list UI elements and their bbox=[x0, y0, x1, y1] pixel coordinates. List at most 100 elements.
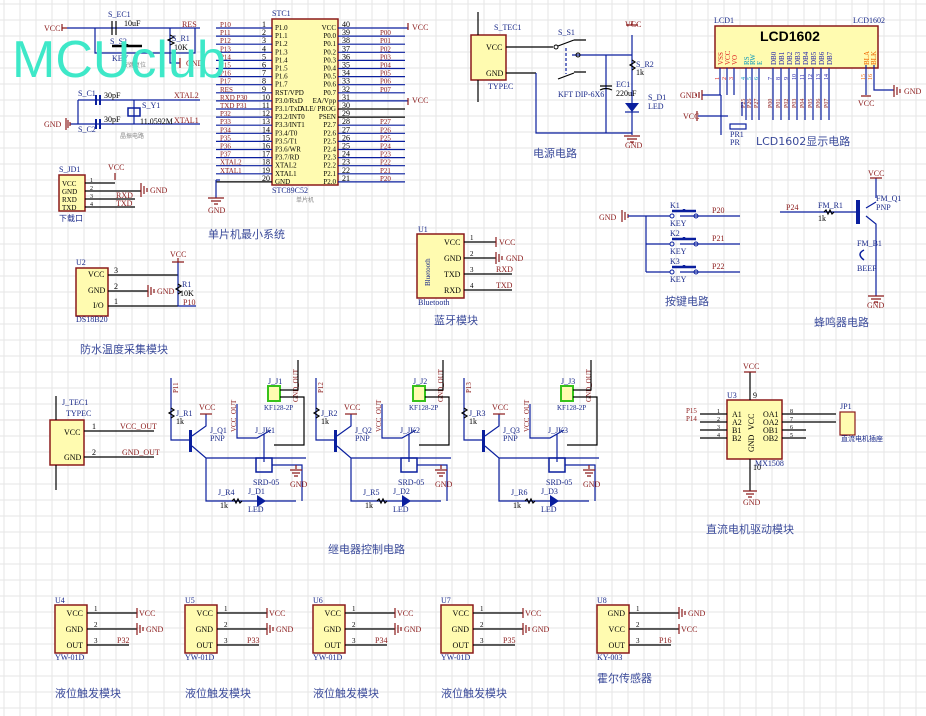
mcu-pin-name: P3.6/WR bbox=[275, 146, 301, 154]
relay-gnd: GND bbox=[583, 480, 601, 489]
pnp-transistor-icon bbox=[189, 430, 192, 452]
net-label-vcc: VCC bbox=[44, 24, 60, 33]
bt-net: GND bbox=[506, 254, 524, 263]
relay-q-val: PNP bbox=[503, 434, 518, 443]
lcd-pin-name: DB0 bbox=[770, 51, 778, 65]
mcu-pin-net: P15 bbox=[220, 62, 231, 70]
bt-pin-name: TXD bbox=[444, 270, 461, 279]
key-net: P22 bbox=[712, 262, 724, 271]
lcd-pin-net: P02 bbox=[784, 99, 790, 108]
mcu-pin-num: 37 bbox=[342, 44, 350, 53]
sensor-net: GND bbox=[532, 625, 550, 634]
buzzer-icon bbox=[859, 249, 865, 261]
mcu-pin-name: P2.6 bbox=[323, 129, 336, 137]
relay-vccout: VCC_OUT bbox=[375, 399, 383, 432]
mcu-pin-num: 26 bbox=[342, 133, 350, 142]
terminal-block-icon bbox=[560, 385, 574, 402]
lcd-pin-name: DB5 bbox=[810, 51, 818, 65]
gnd-symbol-icon bbox=[147, 285, 155, 297]
mcu-pin-num: 32 bbox=[342, 85, 350, 94]
mcu-ea-vcc-label: VCC bbox=[412, 96, 428, 105]
relay-d-ref: J_D2 bbox=[393, 487, 410, 496]
jp1-connector bbox=[839, 411, 856, 436]
capacitor-icon bbox=[111, 21, 117, 35]
sensor-pin-name: VCC bbox=[609, 625, 625, 634]
lcd-pin-net: P00 bbox=[768, 99, 774, 108]
bt-net: RXD bbox=[496, 265, 513, 274]
mcu-pin-num: 17 bbox=[262, 150, 270, 159]
led-ref: S_D1 bbox=[648, 93, 666, 102]
led-icon bbox=[257, 495, 266, 507]
relay-j-ref: J_J3 bbox=[561, 377, 575, 386]
mcu-pin-name: P0.5 bbox=[323, 73, 336, 81]
typec2-vcc-pin: VCC bbox=[64, 428, 80, 437]
lcd-pin-num: 13 bbox=[816, 74, 822, 80]
mcu-pin-name: XTAL1 bbox=[275, 170, 297, 178]
mcu-pin-name: P2.3 bbox=[323, 154, 336, 162]
motor-pin-net: P14 bbox=[686, 415, 697, 423]
lcd-vcc-left: VCC bbox=[683, 112, 699, 121]
mcu-pin-num: 13 bbox=[262, 117, 270, 126]
relay-net: P11 bbox=[172, 382, 180, 393]
lcd-section-title: LCD1602显示电路 bbox=[756, 135, 850, 148]
mcu-pin-num: 5 bbox=[262, 52, 266, 61]
cap-value: 10uF bbox=[124, 19, 141, 28]
relay-vccout: VCC_OUT bbox=[230, 399, 238, 432]
sensor-pin-num: 2 bbox=[224, 621, 228, 629]
mcu-pin-num: 33 bbox=[342, 77, 350, 86]
lcd-pin-num: 4 bbox=[741, 77, 747, 80]
terminal-block-icon bbox=[267, 385, 281, 402]
lcd-ref: LCD1 bbox=[714, 16, 734, 25]
gnd-symbol-icon bbox=[208, 197, 224, 205]
mcu-pin-name: P1.1 bbox=[275, 32, 288, 40]
gnd-symbol-icon bbox=[583, 465, 595, 477]
bz-q-ref: FM_Q1 bbox=[876, 194, 901, 203]
motor-pin-name: A2 bbox=[732, 418, 742, 427]
bt-ref: U1 bbox=[418, 225, 428, 234]
bluetooth-body bbox=[416, 233, 465, 299]
gnd-symbol-icon bbox=[290, 465, 302, 477]
ds-pin-num: 3 bbox=[114, 266, 118, 275]
mcu-pin-net: XTAL1 bbox=[220, 167, 242, 175]
mcu-pin-net: TXD P31 bbox=[220, 102, 248, 110]
ds-vcc-label: VCC bbox=[170, 250, 186, 259]
dl-txd-label: TXD bbox=[116, 199, 133, 208]
lcd-pin-net: P03 bbox=[792, 99, 798, 108]
relay-r2-val: 1k bbox=[365, 501, 373, 510]
sensor-pin-name: GND bbox=[324, 625, 342, 634]
motor-pin-num: 6 bbox=[790, 425, 793, 431]
motor-pin-name: B2 bbox=[732, 434, 741, 443]
ds-gnd-label: GND bbox=[157, 287, 175, 296]
mcu-pin-num: 14 bbox=[262, 125, 270, 134]
relay-q-val: PNP bbox=[210, 434, 225, 443]
lcd-pin-name: DB1 bbox=[778, 51, 786, 65]
lcd-pin-num: 8 bbox=[776, 77, 782, 80]
lcd-pin-net: P01 bbox=[776, 99, 782, 108]
motor-vcc-pin: VCC bbox=[747, 414, 756, 430]
mcu-pin-net: P12 bbox=[220, 37, 231, 45]
push-button-icon bbox=[672, 237, 696, 241]
mcu-pin-name: P3.4/T0 bbox=[275, 129, 298, 137]
motor-pin-name: OA2 bbox=[763, 418, 779, 427]
relay-q-ref: J_Q1 bbox=[210, 426, 227, 435]
resistor-icon bbox=[823, 208, 835, 216]
motor-pin-net: P15 bbox=[686, 407, 697, 415]
push-button-icon bbox=[672, 265, 696, 269]
res-ref: S_R1 bbox=[172, 34, 190, 43]
sensor-part: YW-01D bbox=[441, 653, 471, 662]
mcu-pin-name: P2.0 bbox=[323, 178, 336, 186]
mcu-pin-name: PSEN bbox=[319, 113, 336, 121]
mcu-pin-net: P05 bbox=[380, 70, 391, 78]
relay-d-ref: J_D1 bbox=[248, 487, 265, 496]
led-icon bbox=[402, 495, 411, 507]
bt-pin-num: 3 bbox=[470, 266, 474, 274]
sensor-part: YW-01D bbox=[313, 653, 343, 662]
ds-pin-vcc: VCC bbox=[88, 270, 104, 279]
lcd-pin-num: 11 bbox=[800, 74, 806, 80]
mcu-pin-name: P2.2 bbox=[323, 162, 336, 170]
power-section-title: 电源电路 bbox=[533, 146, 577, 160]
mcu-pin-name: P1.0 bbox=[275, 24, 288, 32]
download-pin-name: TXD bbox=[62, 204, 76, 212]
mcu-pin-net: P03 bbox=[380, 53, 391, 61]
